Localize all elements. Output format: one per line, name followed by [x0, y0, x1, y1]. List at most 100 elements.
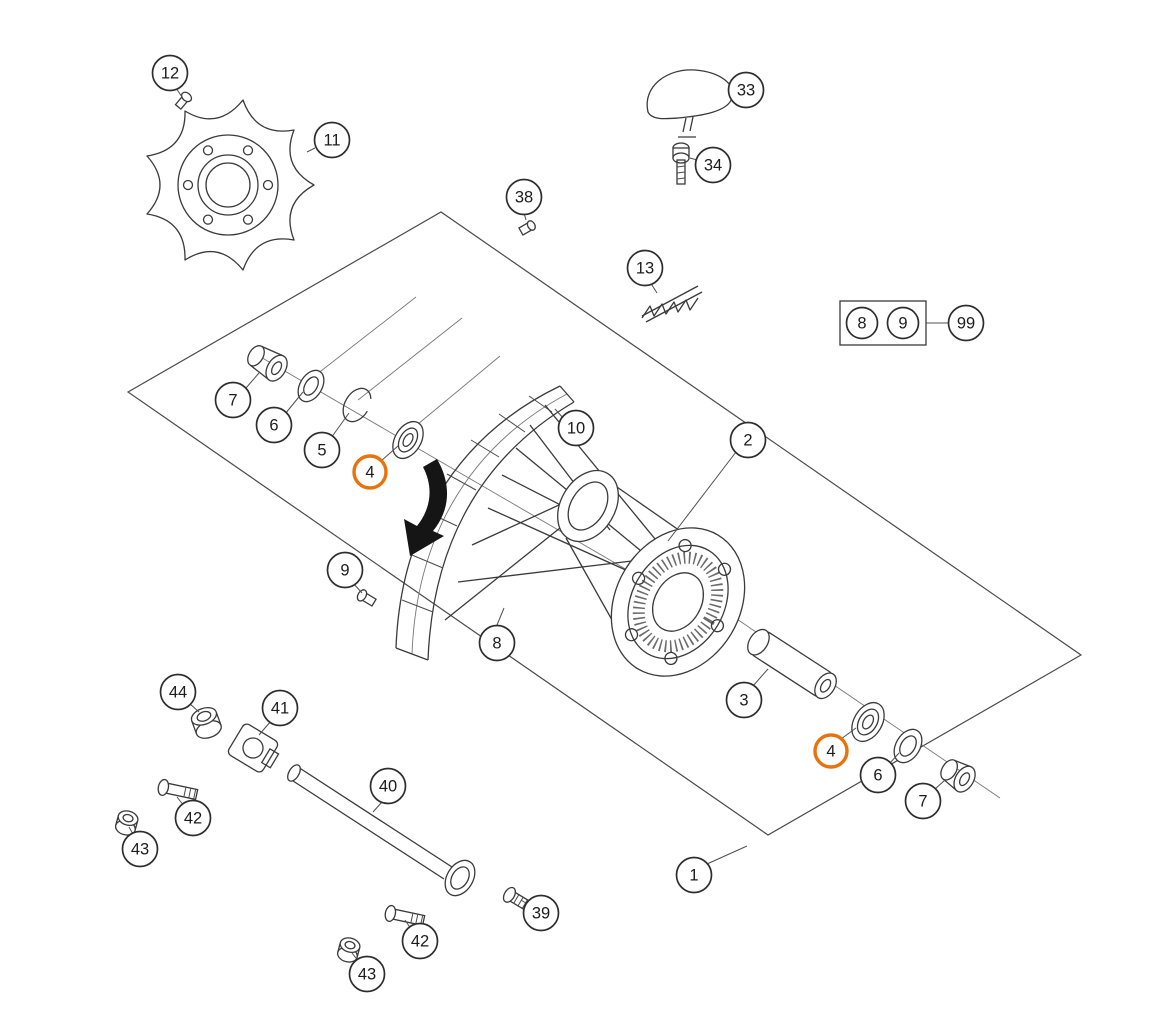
callout-label: 4	[826, 743, 835, 761]
callout-circle	[522, 894, 560, 932]
callout-circle	[369, 767, 407, 805]
callout-circle	[727, 71, 765, 109]
hub-knurl-ring	[632, 551, 724, 653]
callout-43-lower: 43	[348, 955, 386, 993]
cap-bolt	[672, 142, 690, 185]
callout-label: 39	[532, 905, 550, 923]
adjuster-bolt-upper	[157, 778, 199, 801]
callout-circle	[694, 146, 732, 184]
callout-label: 41	[271, 700, 289, 718]
small-screw-38	[518, 220, 536, 236]
disc-bolt	[174, 91, 193, 111]
wheel-hub	[557, 469, 746, 677]
callout-label: 13	[636, 260, 654, 278]
callout-label: 42	[411, 933, 429, 951]
callout-circle	[326, 551, 364, 589]
callout-label: 6	[269, 417, 278, 435]
adjuster-nut-upper	[114, 810, 139, 836]
callout-label: 10	[567, 420, 585, 438]
axle-nut	[190, 706, 222, 739]
callout-circle	[313, 121, 351, 159]
callout-label: 11	[323, 132, 340, 150]
callout-38: 38	[505, 178, 543, 216]
callout-label: 12	[161, 65, 179, 83]
callout-7-right: 7	[904, 782, 942, 820]
callout-label: 43	[358, 966, 376, 984]
callout-10: 10	[557, 409, 595, 447]
spring-clip	[641, 285, 703, 323]
callout-1: 1	[675, 856, 713, 894]
chain-adjuster-block	[227, 723, 280, 773]
callout-5: 5	[303, 431, 341, 469]
callout-label: 40	[379, 778, 397, 796]
hub-brake-flange	[610, 527, 746, 677]
callout-label: 9	[898, 315, 907, 333]
boundary-frame	[126, 211, 1083, 836]
cap-part	[646, 69, 734, 138]
callout-label: 38	[515, 189, 533, 207]
guide-lines	[251, 296, 1001, 799]
callout-13: 13	[626, 249, 664, 287]
callout-circle	[947, 304, 985, 342]
rear-axle	[287, 764, 476, 897]
callout-circle	[255, 406, 293, 444]
callout-circle	[886, 306, 920, 340]
callout-label: 6	[873, 767, 882, 785]
callout-42-upper: 42	[174, 799, 212, 837]
callout-34: 34	[694, 146, 732, 184]
callout-label: 2	[743, 432, 752, 450]
callout-label: 3	[739, 692, 748, 710]
callout-label: 1	[689, 867, 698, 885]
callout-circle	[557, 409, 595, 447]
callout-circle	[261, 689, 299, 727]
seal-ring-left	[297, 369, 325, 403]
callout-circle	[174, 799, 212, 837]
callout-label: 33	[737, 82, 755, 100]
callout-label: 8	[857, 315, 866, 333]
seal-ring-right	[893, 728, 923, 764]
callout-circle	[478, 624, 516, 662]
circlip	[342, 387, 372, 423]
callout-circle	[151, 54, 189, 92]
callout-43-upper: 43	[121, 830, 159, 868]
spoke-screw	[356, 589, 377, 607]
callout-41: 41	[261, 689, 299, 727]
callout-39: 39	[522, 894, 560, 932]
spacer-tube	[747, 628, 837, 700]
callout-circle	[845, 306, 879, 340]
callout-33: 33	[727, 71, 765, 109]
callout-circle	[626, 249, 664, 287]
callout-circle	[505, 178, 543, 216]
spacer-bushing-left	[247, 345, 288, 382]
callout-legend-9: 9	[886, 306, 920, 340]
adjuster-nut-lower	[336, 937, 361, 963]
hub-spoke-flange	[557, 469, 619, 543]
callout-11: 11	[313, 121, 351, 159]
bearing-right	[851, 701, 885, 743]
callout-label: 4	[365, 464, 374, 482]
callout-legend-8: 8	[845, 306, 879, 340]
callout-42-lower: 42	[401, 922, 439, 960]
callout-label: 99	[957, 315, 975, 333]
callout-4-right-highlighted: 4	[813, 733, 849, 769]
callout-44: 44	[159, 673, 197, 711]
callout-circle	[904, 782, 942, 820]
callout-circle	[725, 681, 763, 719]
direction-arrow	[404, 459, 448, 556]
callout-circle	[303, 431, 341, 469]
bearing-left	[392, 420, 424, 460]
callout-circle	[859, 756, 897, 794]
callout-12: 12	[151, 54, 189, 92]
callout-7-left: 7	[214, 381, 252, 419]
callout-4-left-highlighted: 4	[352, 454, 388, 490]
callout-label: 42	[184, 810, 202, 828]
callout-circle	[214, 381, 252, 419]
callout-3: 3	[725, 681, 763, 719]
callout-9: 9	[326, 551, 364, 589]
callout-label: 7	[918, 793, 927, 811]
callout-label: 9	[340, 562, 349, 580]
callout-2: 2	[729, 421, 767, 459]
callout-99: 99	[947, 304, 985, 342]
callout-label: 7	[228, 392, 237, 410]
